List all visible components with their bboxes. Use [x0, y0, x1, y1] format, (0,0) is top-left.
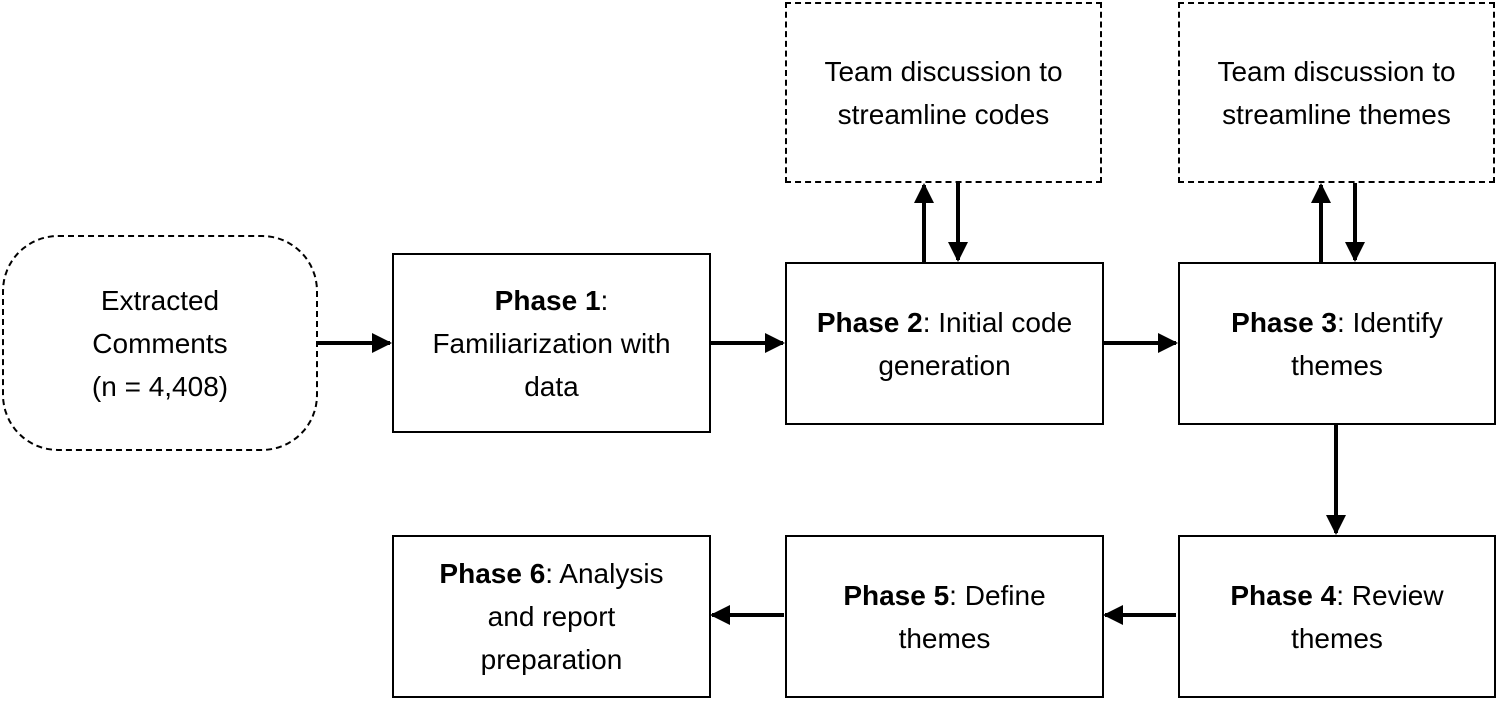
- phase1-line-2: data: [524, 370, 579, 402]
- source-line-1: Extracted: [100, 284, 220, 316]
- phase5-node: Phase 5: Define themes: [785, 535, 1104, 698]
- phase1-line-1: Familiarization with: [432, 327, 671, 359]
- phase4-title-rest: : Review: [1336, 579, 1444, 611]
- phase3-title-rest: : Identify: [1337, 306, 1443, 338]
- phase6-title-rest: : Analysis: [545, 558, 664, 589]
- phase1-node: Phase 1: Familiarization with data: [392, 253, 711, 433]
- phase2-line-1: generation: [878, 349, 1011, 381]
- phase3-title: Phase 3: [1231, 306, 1337, 338]
- team-codes-line-2: streamline codes: [837, 98, 1050, 130]
- phase2-title-rest: : Initial code: [922, 306, 1073, 338]
- team-themes-line-1: Team discussion to: [1217, 55, 1456, 87]
- phase4-title: Phase 4: [1230, 579, 1337, 611]
- phase5-title-rest: : Define: [949, 579, 1046, 611]
- source-line-2: Comments: [92, 327, 228, 359]
- phase6-line-1: and report: [487, 601, 616, 632]
- phase2-node: Phase 2: Initial code generation: [785, 262, 1104, 425]
- team-discussion-themes-node: Team discussion to streamline themes: [1178, 2, 1495, 183]
- phase6-line-2: preparation: [480, 644, 623, 675]
- phase3-node: Phase 3: Identify themes: [1178, 262, 1496, 425]
- phase4-node: Phase 4: Review themes: [1178, 535, 1496, 698]
- phase2-title: Phase 2: [816, 306, 923, 338]
- team-discussion-codes-node: Team discussion to streamline codes: [785, 2, 1102, 183]
- team-themes-line-2: streamline themes: [1222, 98, 1451, 130]
- phase5-title: Phase 5: [843, 579, 950, 611]
- source-line-3: (n = 4,408): [91, 370, 229, 402]
- phase6-title: Phase 6: [439, 558, 546, 589]
- phase3-line-1: themes: [1291, 349, 1383, 381]
- extracted-comments-node: Extracted Comments (n = 4,408): [2, 235, 318, 451]
- phase5-line-1: themes: [898, 622, 991, 654]
- phase4-line-1: themes: [1291, 622, 1383, 654]
- phase1-title: Phase 1: [494, 284, 601, 316]
- phase1-title-rest: :: [600, 284, 609, 316]
- team-codes-line-1: Team discussion to: [824, 55, 1063, 87]
- phase6-node: Phase 6: Analysis and report preparation: [392, 535, 711, 698]
